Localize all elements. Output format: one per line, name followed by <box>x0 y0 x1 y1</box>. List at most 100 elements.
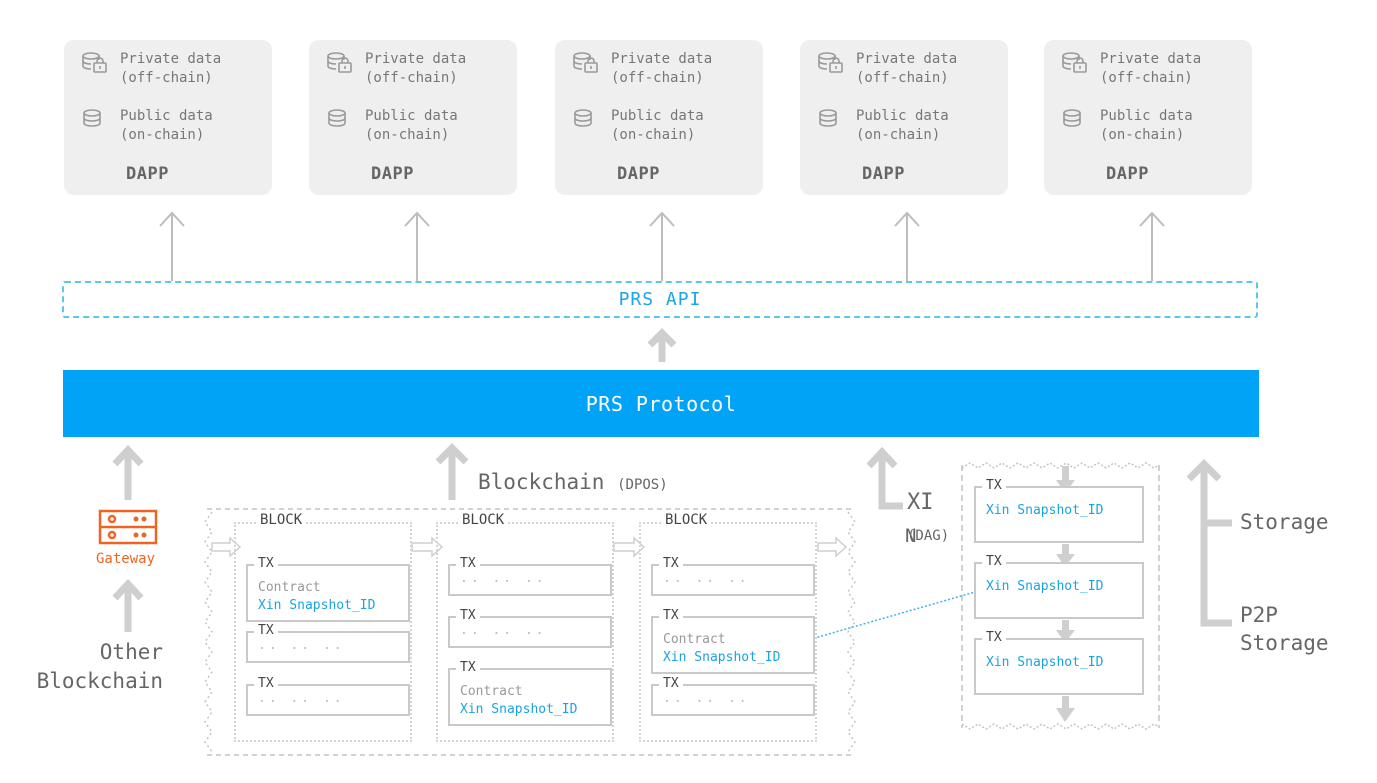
tx-content: .. .. .. <box>460 571 547 586</box>
blockchain-frame <box>204 508 856 756</box>
public-data-label: Public data(on-chain) <box>1100 107 1193 145</box>
tx-content: Contract <box>663 632 726 647</box>
tx-content: .. .. .. <box>460 623 547 638</box>
other-blockchain-line1: Other <box>99 640 163 664</box>
gateway-server-icon <box>98 509 158 545</box>
tx-label: TX <box>659 676 683 692</box>
dapp-title: DAPP <box>1106 164 1149 184</box>
tx-box: TX.. .. .. <box>246 676 410 716</box>
arrow-gateway-to-protocol <box>112 444 144 500</box>
private-data-icon <box>82 52 107 73</box>
p2p-storage-line1: P2P <box>1240 603 1278 627</box>
public-data-sub: (on-chain) <box>611 127 696 143</box>
public-data-icon <box>328 109 346 127</box>
block-arrow-out <box>817 536 848 558</box>
gateway-label: Gateway <box>96 551 156 567</box>
dag-arrow-2 <box>1056 544 1075 567</box>
xin-snapshot-id: Xin Snapshot_ID <box>986 655 1104 670</box>
private-data-title: Private data <box>120 51 222 67</box>
tx-label: TX <box>254 623 278 639</box>
tx-content: .. .. .. <box>258 691 345 706</box>
private-data-title: Private data <box>856 51 958 67</box>
private-data-icon <box>1062 52 1087 73</box>
storage-label: Storage <box>1240 510 1329 534</box>
arrow-to-dapp-2 <box>404 211 430 281</box>
tx-label: TX <box>254 556 278 572</box>
xin-snapshot-id: Xin Snapshot_ID <box>460 702 578 717</box>
arrow-to-dapp-3 <box>649 211 675 281</box>
gateway-node <box>98 509 158 551</box>
xin-consensus: (DAG) <box>907 528 950 544</box>
tx-label: TX <box>254 676 278 692</box>
p2p-storage-line2: Storage <box>1240 631 1329 655</box>
private-data-label: Private data(off-chain) <box>365 50 466 88</box>
tx-label: TX <box>982 630 1006 646</box>
public-data-title: Public data <box>856 108 949 124</box>
private-data-sub: (off-chain) <box>120 70 213 86</box>
public-data-icon <box>819 109 837 127</box>
tx-box: TX.. .. .. <box>246 623 410 663</box>
private-data-title: Private data <box>611 51 713 67</box>
blockchain-title: Blockchain <box>478 470 605 494</box>
private-data-label: Private data (off-chain) <box>611 50 712 88</box>
private-data-icon <box>327 52 352 73</box>
block-link-arrows <box>211 536 848 558</box>
private-data-label: Private data (off-chain) <box>120 50 221 88</box>
dag-frame <box>961 462 1160 730</box>
tx-label: TX <box>456 660 480 676</box>
public-data-sub: (on-chain) <box>856 127 941 143</box>
arrow-protocol-to-api <box>647 328 677 362</box>
xin-snapshot-id: Xin Snapshot_ID <box>663 650 781 665</box>
xin-label: XI <box>907 490 934 515</box>
private-data-sub: (off-chain) <box>611 70 704 86</box>
dapp-box: Private data (off-chain) Public data(on-ch… <box>64 40 272 195</box>
block-title: BLOCK <box>458 512 509 528</box>
public-data-icon <box>1063 109 1081 127</box>
private-data-icon <box>818 52 843 73</box>
dag-tx-box: TX Xin Snapshot_ID <box>974 630 1144 695</box>
dapp-box: Private data(off-chain)Public data(on-ch… <box>800 40 1008 195</box>
block-title: BLOCK <box>661 512 712 528</box>
tx-box: TX.. .. .. <box>448 556 612 596</box>
tx-label: TX <box>982 478 1006 494</box>
public-data-title: Public data <box>1100 108 1193 124</box>
dapp-box: Private data(off-chain)Public data(on-ch… <box>1044 40 1252 195</box>
public-data-label: Public data (on-chain) <box>611 107 704 145</box>
other-blockchain-label: Other Blockchain <box>0 638 163 696</box>
private-data-sub: (off-chain) <box>365 70 458 86</box>
tx-box: TX.. .. .. <box>448 608 612 648</box>
tx-label: TX <box>659 608 683 624</box>
arrow-to-dapp-5 <box>1139 211 1165 281</box>
private-data-title: Private data <box>1100 51 1202 67</box>
prs-protocol-label: PRS Protocol <box>585 392 737 416</box>
dapp-title: DAPP <box>617 164 660 184</box>
arrow-storage-to-protocol <box>1186 459 1232 627</box>
tx-content: Contract <box>460 684 523 699</box>
arrow-xin-to-protocol <box>866 446 903 510</box>
blockchain-label: Blockchain (DPOS) <box>478 470 668 494</box>
dapp-title: DAPP <box>126 164 169 184</box>
dag-arrow-4 <box>1056 696 1075 722</box>
tx-label: TX <box>982 554 1006 570</box>
blockchain-consensus: (DPOS) <box>617 477 668 493</box>
public-data-title: Public data <box>611 108 704 124</box>
public-data-sub: (on-chain) <box>365 127 450 143</box>
block-title: BLOCK <box>256 512 307 528</box>
public-data-label: Public data(on-chain) <box>120 107 213 145</box>
tx-content: Contract <box>258 580 321 595</box>
tx-box: TX.. .. .. <box>651 556 815 596</box>
public-data-title: Public data <box>365 108 458 124</box>
prs-api-label: PRS API <box>618 289 702 310</box>
xin-label-overflow: N <box>905 525 917 547</box>
dapp-arrows <box>159 211 1165 281</box>
public-data-title: Public data <box>120 108 213 124</box>
xin-snapshot-id: Xin Snapshot_ID <box>258 598 376 613</box>
tx-box: TX.. .. .. <box>651 676 815 716</box>
public-data-icon <box>574 109 592 127</box>
tx-content: .. .. .. <box>663 691 750 706</box>
